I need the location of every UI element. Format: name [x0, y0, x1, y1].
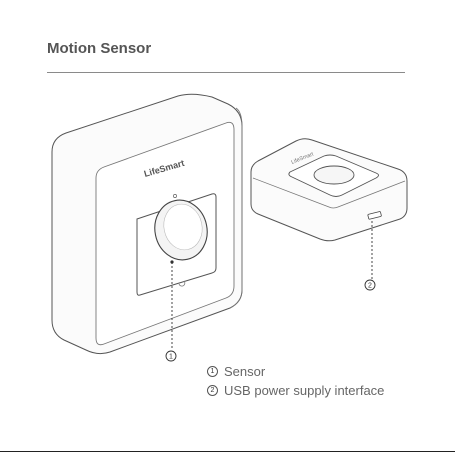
- callout-badge-1: 1: [166, 351, 176, 361]
- legend-item-usb: 2 USB power supply interface: [207, 381, 384, 400]
- legend-number-1: 1: [207, 366, 218, 377]
- legend: 1 Sensor 2 USB power supply interface: [207, 362, 384, 400]
- hub-lens: [314, 166, 354, 184]
- bottom-divider: [0, 451, 455, 452]
- usb-hub: LifeSmart: [251, 139, 407, 279]
- legend-item-sensor: 1 Sensor: [207, 362, 384, 381]
- callout-badge-2: 2: [365, 280, 375, 290]
- legend-number-2: 2: [207, 385, 218, 396]
- legend-label-sensor: Sensor: [224, 364, 265, 379]
- wall-sensor: LifeSmart: [52, 94, 242, 353]
- legend-label-usb: USB power supply interface: [224, 383, 384, 398]
- svg-text:1: 1: [169, 354, 173, 361]
- svg-text:2: 2: [368, 283, 372, 290]
